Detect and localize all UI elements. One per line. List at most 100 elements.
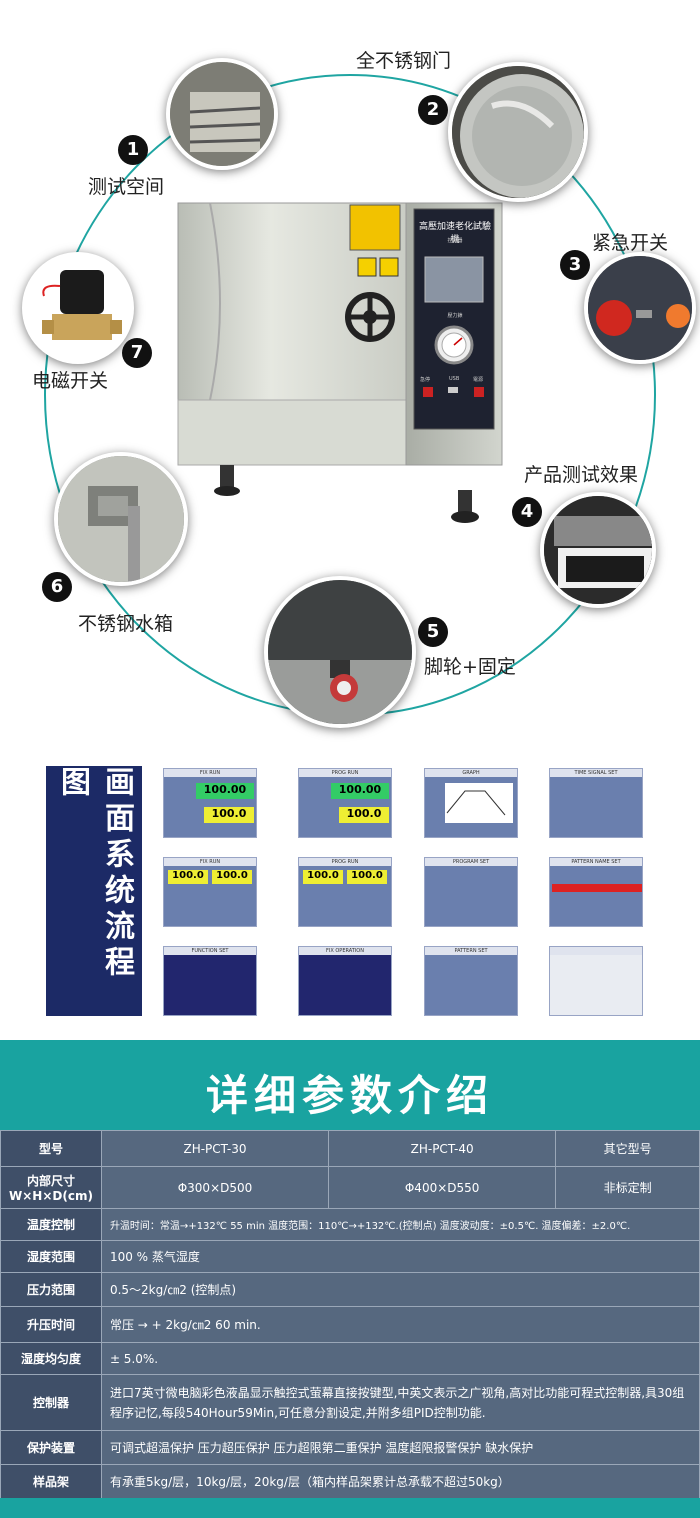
estop-label: 急停 [420, 377, 431, 383]
screen-thumb-title: PROG RUN [299, 858, 391, 866]
screens-section: 画面系统流程图 FIX RUN 100.00 100.0 PROG RUN 10… [0, 760, 700, 1040]
feature-label-4: 产品测试效果 [524, 464, 639, 486]
param-cell: 其它型号 [555, 1130, 700, 1167]
screen-thumb: GRAPH [424, 768, 518, 838]
screen-thumb-title: FIX OPERATION [299, 947, 391, 955]
feature-label-5: 脚轮+固定 [424, 656, 516, 678]
params-table: 型号 ZH-PCT-30 ZH-PCT-40 其它型号 内部尺寸 W×H×D(c… [0, 1130, 700, 1499]
gauge-label: 壓力錶 [447, 313, 463, 319]
screen-thumb-title: PROG RUN [299, 769, 391, 777]
screen-alarm-bar [552, 884, 642, 892]
screen-thumb: PROGRAM SET [424, 857, 518, 927]
water-tank-photo [54, 452, 188, 586]
feature-number-4: 4 [512, 497, 542, 527]
feature-number-7: 7 [122, 338, 152, 368]
feature-number-6: 6 [42, 572, 72, 602]
param-value: 升温时间：常温→+132℃ 55 min 温度范围：110℃→+132℃.(控制… [100, 1208, 700, 1241]
screen-thumb: FIX RUN 100.0 100.0 [163, 857, 257, 927]
feature-label-6: 不锈钢水箱 [78, 613, 174, 635]
test-chamber-photo [166, 58, 278, 170]
params-header: 详细参数介绍 [0, 1040, 700, 1130]
screen-value: 100.0 [339, 807, 389, 823]
param-label: 控制器 [0, 1374, 102, 1431]
feature-number-5: 5 [418, 617, 448, 647]
feature-label-1: 测试空间 [88, 176, 165, 198]
param-label: 样品架 [0, 1464, 102, 1499]
param-value: 0.5～2kg/㎝2 (控制点) [100, 1272, 700, 1307]
screen-thumb-title: PATTERN NAME SET [550, 858, 642, 866]
params-title: 详细参数介绍 [205, 1071, 494, 1120]
table-row: 样品架 有承重5kg/层，10kg/层，20kg/层（箱内样品架累计总承载不超过… [0, 1464, 700, 1499]
param-label: 型号 [0, 1130, 102, 1167]
param-cell: ZH-PCT-40 [328, 1130, 557, 1167]
table-row: 压力范围 0.5～2kg/㎝2 (控制点) [0, 1272, 700, 1307]
panel-title: 高壓加速老化試驗機 [418, 222, 491, 245]
table-row: 型号 ZH-PCT-30 ZH-PCT-40 其它型号 [0, 1130, 700, 1167]
param-label: 湿度均匀度 [0, 1342, 102, 1375]
screen-thumb: PROG RUN 100.00 100.0 [298, 768, 392, 838]
screen-thumb: PATTERN SET [424, 946, 518, 1016]
screen-thumb-title: GRAPH [425, 769, 517, 777]
param-cell: Φ300×D500 [100, 1166, 330, 1209]
screen-value: 100.00 [196, 783, 254, 799]
screen-thumb [549, 946, 643, 1016]
screen-thumb: PROG RUN 100.0 100.0 [298, 857, 392, 927]
screen-value: 100.0 [347, 870, 387, 884]
screens-title: 画面系统流程图 [55, 766, 134, 982]
param-label: 压力范围 [0, 1272, 102, 1307]
features-section: 高壓加速老化試驗機 控制器 壓力錶 急停 USB 電源 1 测试空间 2 全不锈… [22, 50, 696, 728]
params-table-wrap: 型号 ZH-PCT-30 ZH-PCT-40 其它型号 内部尺寸 W×H×D(c… [0, 1130, 700, 1518]
param-value: ± 5.0%. [100, 1342, 700, 1375]
param-value: 有承重5kg/层，10kg/层，20kg/层（箱内样品架累计总承载不超过50kg… [100, 1464, 700, 1499]
table-row: 内部尺寸 W×H×D(cm) Φ300×D500 Φ400×D550 非标定制 [0, 1166, 700, 1209]
screen-thumb-title: PROGRAM SET [425, 858, 517, 866]
param-cell: ZH-PCT-30 [100, 1130, 330, 1167]
usb-label: USB [449, 376, 460, 382]
panel-subtitle: 控制器 [447, 238, 463, 244]
screen-thumb-title [550, 947, 642, 955]
param-label: 保护装置 [0, 1430, 102, 1465]
steel-door-photo [448, 62, 588, 202]
test-effect-photo [540, 492, 656, 608]
screen-thumb-title: PATTERN SET [425, 947, 517, 955]
param-label: 温度控制 [0, 1208, 102, 1241]
screen-thumb-title: FIX RUN [164, 769, 256, 777]
param-label: 湿度范围 [0, 1240, 102, 1273]
screen-thumb: PATTERN NAME SET [549, 857, 643, 927]
screen-thumb: FIX RUN 100.00 100.0 [163, 768, 257, 838]
param-label: 内部尺寸 W×H×D(cm) [0, 1166, 102, 1209]
screen-thumb: TIME SIGNAL SET [549, 768, 643, 838]
table-row: 保护装置 可调式超温保护 压力超压保护 压力超限第二重保护 温度超限报警保护 缺… [0, 1430, 700, 1465]
feature-label-3: 紧急开关 [592, 232, 669, 254]
table-row: 湿度范围 100 % 蒸气湿度 [0, 1240, 700, 1273]
param-value: 100 % 蒸气湿度 [100, 1240, 700, 1273]
table-row: 控制器 进口7英寸微电脑彩色液晶显示触控式萤幕直接按键型,中英文表示之广视角,高… [0, 1374, 700, 1431]
screen-thumb: FUNCTION SET [163, 946, 257, 1016]
power-label: 電源 [473, 377, 484, 383]
screen-thumb-title: FUNCTION SET [164, 947, 256, 955]
feature-label-2: 全不锈钢门 [356, 50, 452, 72]
table-row: 升压时间 常压 → + 2kg/㎝2 60 min. [0, 1306, 700, 1343]
param-cell: 非标定制 [555, 1166, 700, 1209]
param-value: 常压 → + 2kg/㎝2 60 min. [100, 1306, 700, 1343]
param-value: 可调式超温保护 压力超压保护 压力超限第二重保护 温度超限报警保护 缺水保护 [100, 1430, 700, 1465]
param-label: 升压时间 [0, 1306, 102, 1343]
screen-thumb: FIX OPERATION [298, 946, 392, 1016]
param-value: 进口7英寸微电脑彩色液晶显示触控式萤幕直接按键型,中英文表示之广视角,高对比功能… [100, 1374, 700, 1431]
screen-thumb-title: TIME SIGNAL SET [550, 769, 642, 777]
screen-value: 100.0 [168, 870, 208, 884]
screen-value: 100.0 [303, 870, 343, 884]
pct-machine-photo: 高壓加速老化試驗機 控制器 壓力錶 急停 USB 電源 [170, 195, 512, 540]
screens-title-box: 画面系统流程图 [46, 766, 142, 1016]
feature-number-1: 1 [118, 135, 148, 165]
screen-value: 100.0 [204, 807, 254, 823]
feature-number-2: 2 [418, 95, 448, 125]
screen-thumb-title: FIX RUN [164, 858, 256, 866]
screen-value: 100.00 [331, 783, 389, 799]
feature-number-3: 3 [560, 250, 590, 280]
table-row: 温度控制 升温时间：常温→+132℃ 55 min 温度范围：110℃→+132… [0, 1208, 700, 1241]
footer-bar [0, 1498, 700, 1518]
table-row: 湿度均匀度 ± 5.0%. [0, 1342, 700, 1375]
param-cell: Φ400×D550 [328, 1166, 557, 1209]
caster-photo [264, 576, 416, 728]
